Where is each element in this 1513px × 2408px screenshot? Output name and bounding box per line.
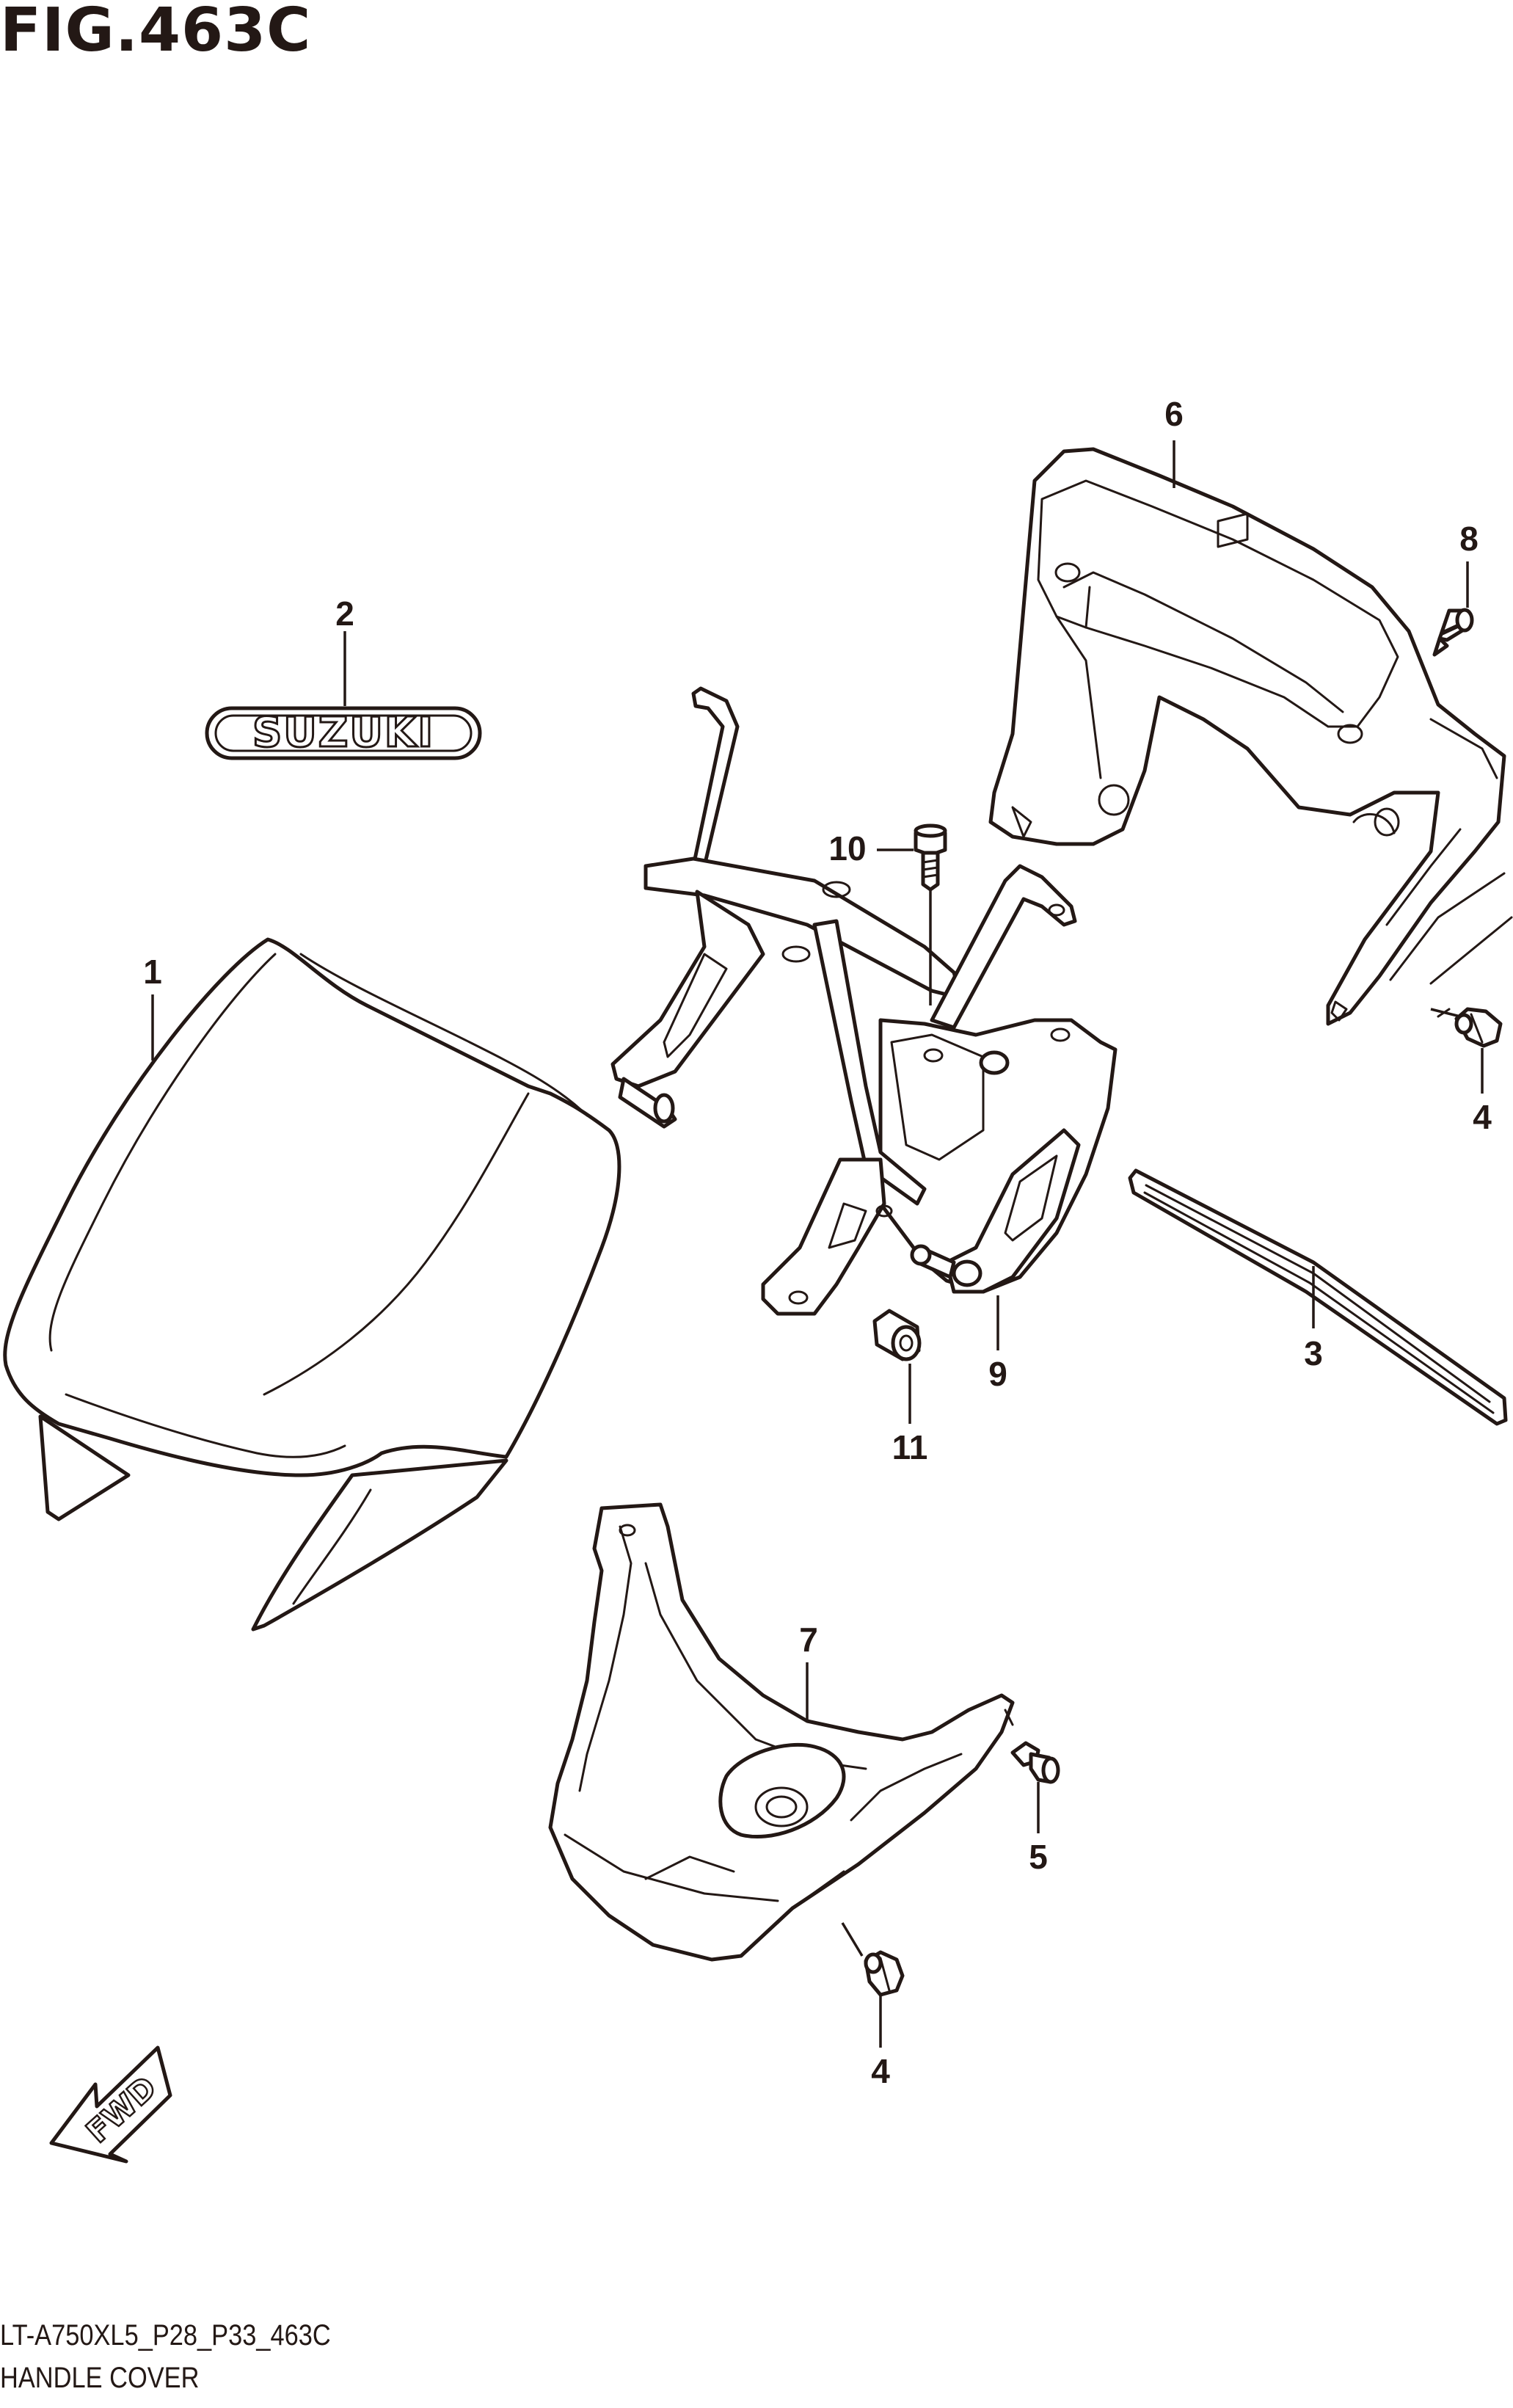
part-11-grommet xyxy=(872,1309,922,1361)
fwd-arrow: FWD xyxy=(49,2045,172,2164)
part-10-bolt xyxy=(914,823,947,892)
section-name: HANDLE COVER xyxy=(0,2362,200,2394)
part-2-suzuki-emblem: SUZUKI xyxy=(205,706,482,760)
callout-8: 8 xyxy=(1459,520,1479,558)
part-6-handle-cover-upper xyxy=(988,447,1506,1026)
callout-4-lower: 4 xyxy=(871,2052,890,2090)
part-7-handle-cover-lower xyxy=(548,1502,1015,1962)
callout-1: 1 xyxy=(143,953,162,991)
part-4-clip-upper xyxy=(1454,1007,1503,1048)
callout-labels: 1 2 3 4 4 5 6 7 8 9 10 11 xyxy=(143,395,1492,2090)
callout-6: 6 xyxy=(1164,395,1184,433)
part-3-seal-strip xyxy=(1128,1168,1508,1426)
leader-lines xyxy=(151,440,1513,2048)
part-5-rivet xyxy=(1010,1741,1060,1784)
callout-5: 5 xyxy=(1029,1838,1048,1876)
emblem-text: SUZUKI xyxy=(252,709,434,757)
part-8-screw xyxy=(1432,608,1474,657)
callout-11: 11 xyxy=(892,1428,928,1466)
figure-title: FIG.463C xyxy=(0,0,312,65)
callout-7: 7 xyxy=(799,1621,818,1659)
callout-4-upper: 4 xyxy=(1473,1098,1492,1136)
callout-2: 2 xyxy=(335,594,354,633)
callout-10: 10 xyxy=(828,829,866,867)
callout-9: 9 xyxy=(988,1355,1007,1393)
callout-3: 3 xyxy=(1304,1334,1323,1372)
part-1-handle-cover-front xyxy=(3,937,621,1632)
part-4-clip-lower xyxy=(864,1950,905,1997)
part-9-handle-bracket xyxy=(610,686,1118,1316)
model-code: LT-A750XL5_P28_P33_463C xyxy=(0,2319,331,2351)
